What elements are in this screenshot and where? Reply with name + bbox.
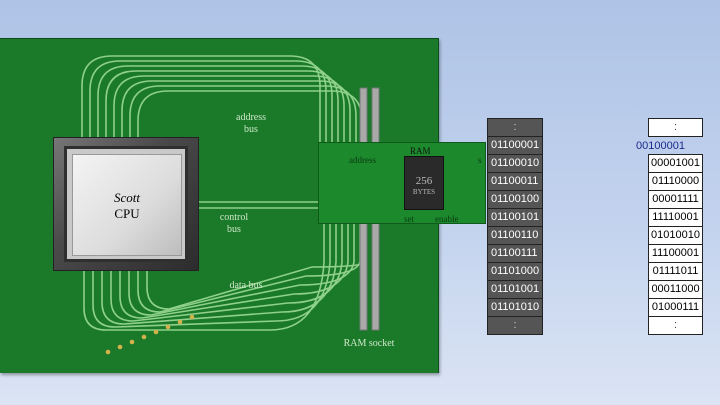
data-trace-2 — [92, 215, 331, 328]
ram-unit: BYTES — [412, 188, 436, 196]
cpu-die — [72, 154, 182, 256]
value-ellipsis-top: : — [648, 118, 703, 137]
value-cell: 00011000 — [648, 280, 703, 299]
data-bus-pin — [141, 334, 147, 340]
ram-enable-label: enable — [435, 214, 459, 224]
data-bus-pin — [165, 324, 171, 330]
cpu-name: Scott — [114, 190, 140, 205]
ram-set-label: set — [404, 214, 414, 224]
address-cell: 01101010 — [487, 298, 543, 317]
data-trace-7 — [137, 215, 361, 313]
address-cell: 01100110 — [487, 226, 543, 245]
ram-title: RAM — [410, 146, 431, 156]
data-bus-pin — [189, 314, 195, 320]
ram-chip — [404, 156, 444, 210]
data-bus-pin — [117, 344, 123, 350]
address-bus-label: address bus — [236, 112, 266, 135]
data-trace-1 — [83, 215, 325, 331]
value-cell: 11100001 — [648, 244, 703, 263]
address-cell: 01100100 — [487, 190, 543, 209]
ram-size: 256 — [415, 175, 433, 187]
address-ellipsis-bottom: : — [487, 316, 543, 335]
data-bus-pin — [105, 349, 111, 355]
overflow-value: 00100001 — [636, 140, 685, 152]
data-trace-4 — [110, 215, 343, 322]
data-bus-pin — [129, 339, 135, 345]
address-cell: 01100001 — [487, 136, 543, 155]
ram-card — [318, 142, 486, 224]
data-bus-pin — [177, 319, 183, 325]
ram-socket-label: RAM socket — [343, 338, 395, 349]
cpu-type: CPU — [114, 206, 140, 221]
control-bus-label: control bus — [219, 212, 249, 235]
data-bus-pin — [153, 329, 159, 335]
ram-address-label: address — [349, 155, 376, 165]
value-cell: 00001111 — [648, 190, 703, 209]
value-cell: 01000111 — [648, 298, 703, 317]
address-cell: 01101000 — [487, 262, 543, 281]
address-cell: 01100111 — [487, 244, 543, 263]
data-trace-5 — [119, 215, 349, 319]
address-cell: 01100010 — [487, 154, 543, 173]
value-ellipsis-bottom: : — [648, 316, 703, 335]
data-bus-label: data bus — [229, 280, 263, 291]
address-cell: 01100101 — [487, 208, 543, 227]
address-cell: 01101001 — [487, 280, 543, 299]
value-cell: 01110000 — [648, 172, 703, 191]
address-ellipsis-top: : — [487, 118, 543, 137]
value-cell: 01010010 — [648, 226, 703, 245]
value-cell: 11110001 — [648, 208, 703, 227]
value-cell: 00001001 — [648, 154, 703, 173]
value-cell: 01111011 — [648, 262, 703, 281]
ram-extra-label: s — [478, 155, 482, 165]
address-cell: 01100011 — [487, 172, 543, 191]
